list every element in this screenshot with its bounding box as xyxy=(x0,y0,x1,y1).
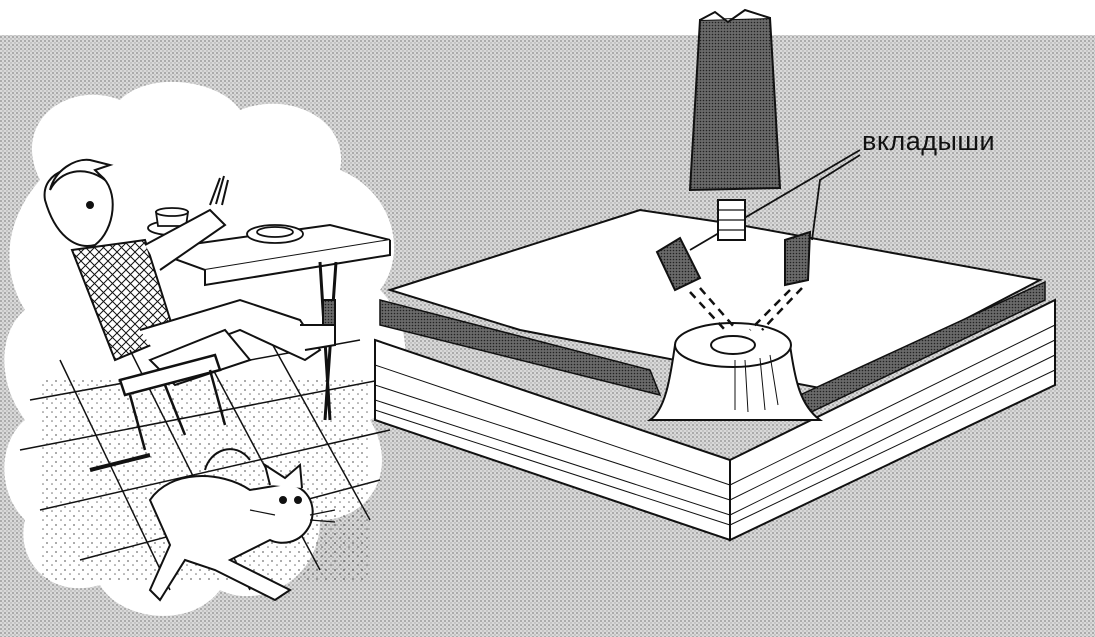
board-page-lines xyxy=(374,324,1056,526)
cat xyxy=(148,448,336,602)
callout-label-inserts: вкладыши xyxy=(862,126,996,156)
threaded-boss xyxy=(646,322,823,421)
fallen-spoon xyxy=(89,453,151,472)
board-top-surface xyxy=(386,208,1044,392)
chair xyxy=(118,353,227,451)
insert-left xyxy=(655,236,702,292)
insert-right xyxy=(784,230,812,287)
plate xyxy=(246,224,304,244)
insert-guide-lines xyxy=(689,287,803,331)
boy-figure xyxy=(43,158,336,387)
board-left-strip xyxy=(379,299,662,397)
tapered-pin xyxy=(688,8,782,241)
